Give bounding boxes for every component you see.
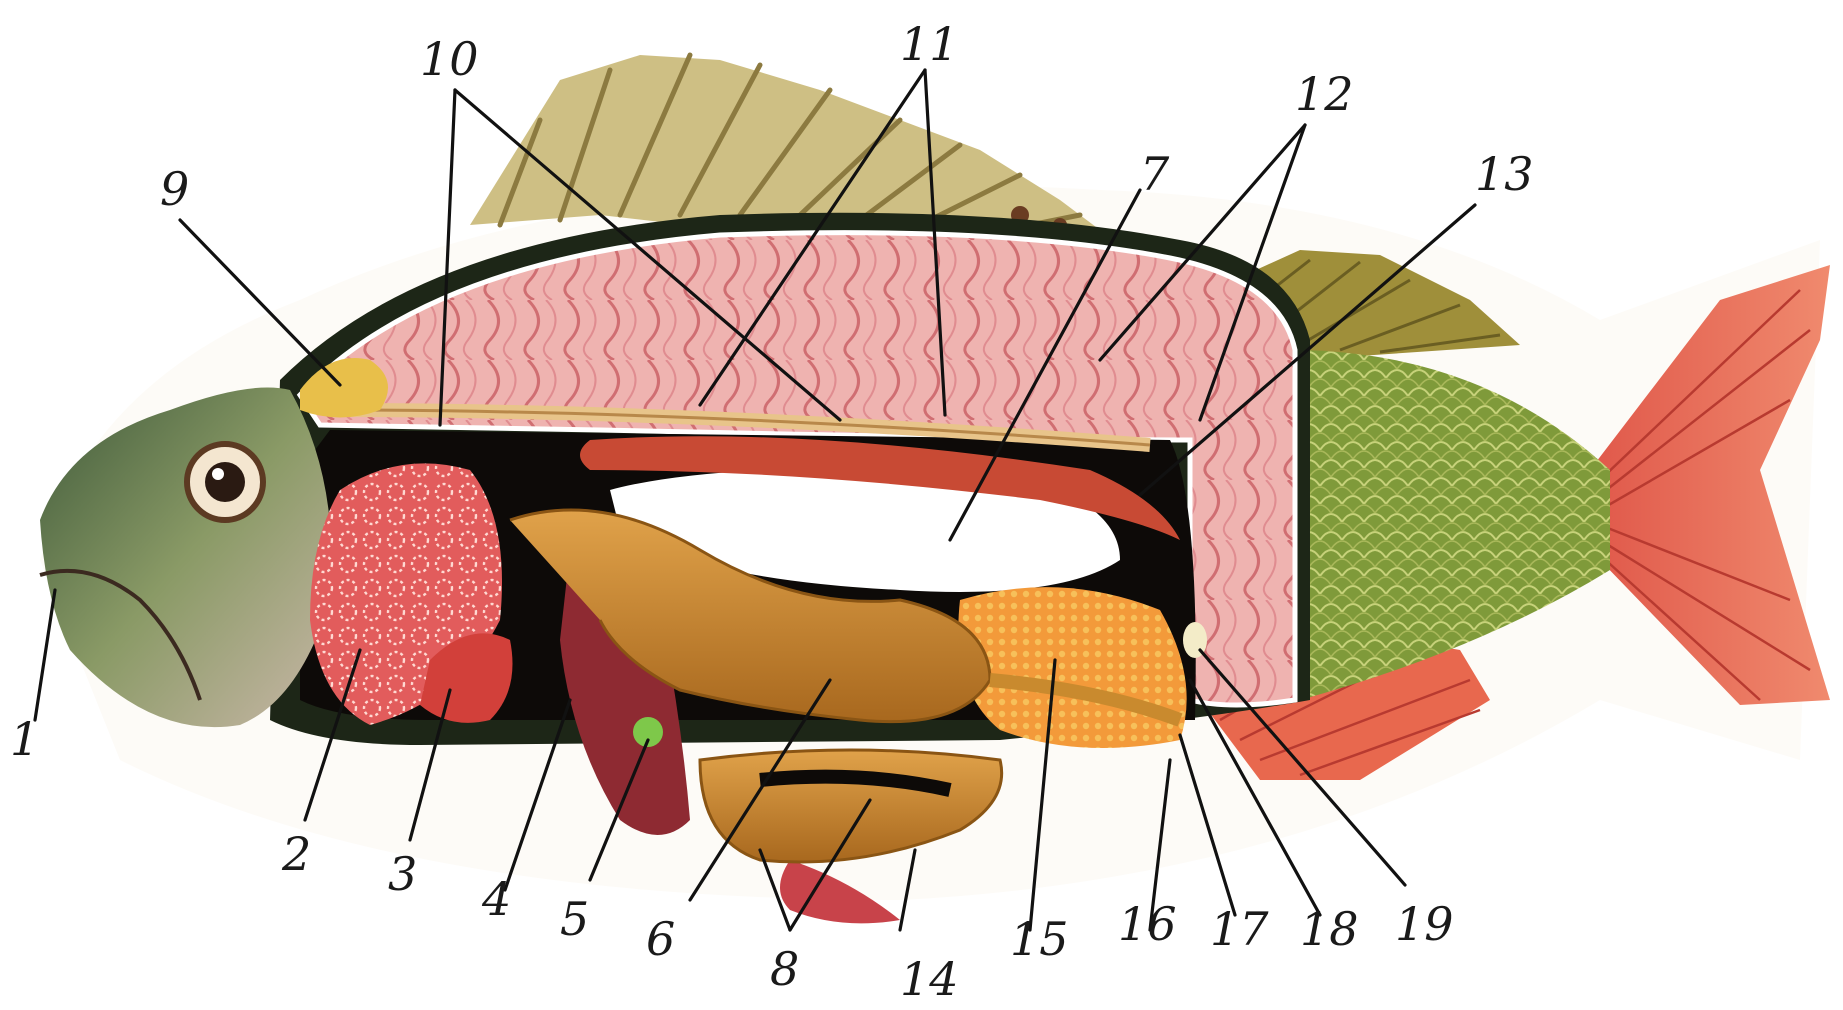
label-8: 8 (770, 942, 799, 996)
label-11: 11 (900, 17, 959, 71)
label-10: 10 (420, 32, 479, 86)
label-2: 2 (281, 827, 311, 881)
label-17: 17 (1210, 902, 1269, 956)
label-3: 3 (388, 847, 417, 901)
label-9: 9 (160, 162, 189, 216)
label-1: 1 (10, 712, 39, 766)
label-19: 19 (1395, 897, 1454, 951)
head (40, 388, 332, 728)
label-16: 16 (1118, 897, 1177, 951)
label-14: 14 (900, 952, 959, 1006)
label-12: 12 (1295, 67, 1354, 121)
label-15: 15 (1010, 912, 1069, 966)
label-4: 4 (481, 872, 511, 926)
label-5: 5 (560, 892, 589, 946)
label-6: 6 (646, 912, 675, 966)
label-18: 18 (1300, 902, 1359, 956)
label-13: 13 (1475, 147, 1534, 201)
label-7: 7 (1140, 147, 1170, 201)
